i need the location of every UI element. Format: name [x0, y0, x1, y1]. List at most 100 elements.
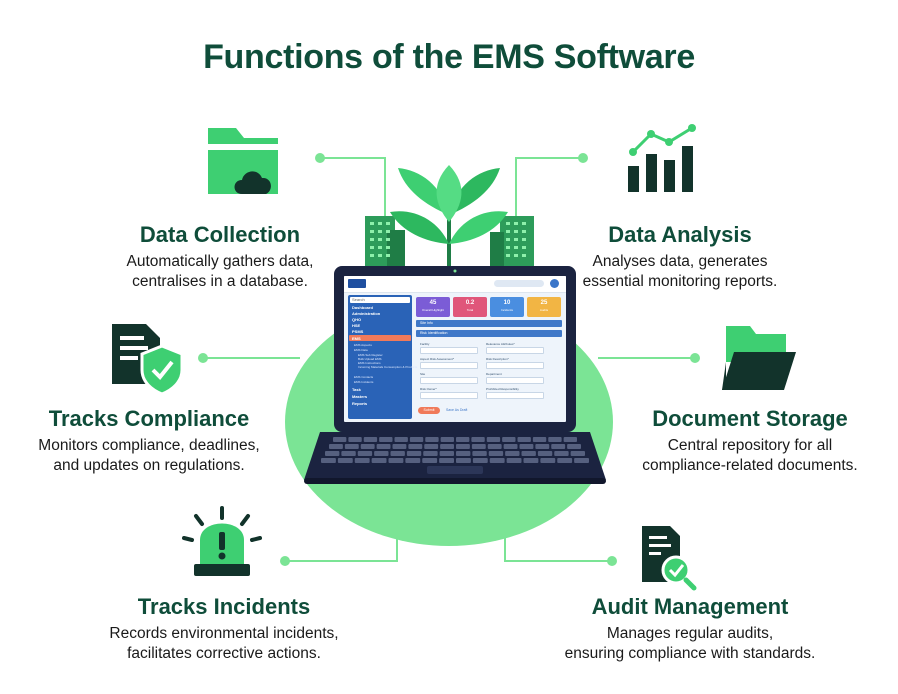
feature-description: Automatically gathers data,centralises i…: [126, 253, 314, 290]
sidebar-subitem[interactable]: EMS Contacts: [354, 375, 374, 379]
avatar[interactable]: [550, 279, 559, 288]
feature-title: Data Collection: [139, 222, 301, 247]
keyboard-key: [390, 451, 405, 456]
connector-audit-management: [504, 538, 612, 562]
sidebar-subitem[interactable]: EMS Instructions: [358, 361, 381, 365]
keyboard-key: [440, 437, 454, 442]
keyboard-key: [405, 458, 421, 463]
keyboard-key: [472, 458, 488, 463]
sidebar-item-psms[interactable]: PSMS: [352, 329, 364, 334]
app-sidebar: Search Dashboard Administration QHO HSE …: [348, 295, 417, 419]
sidebar-item-dashboard[interactable]: Dashboard: [352, 305, 373, 310]
keyboard-key: [424, 444, 439, 449]
laptop-touchpad: [427, 466, 483, 474]
stat-card-value: 0.2: [465, 300, 475, 306]
keyboard-key: [376, 444, 391, 449]
header-search-input[interactable]: [494, 280, 544, 287]
form-field[interactable]: [420, 392, 478, 399]
form-field[interactable]: [486, 362, 544, 369]
submit-button[interactable]: Submit: [418, 407, 440, 414]
keyboard-key: [333, 437, 347, 442]
form-field[interactable]: [420, 347, 478, 354]
keyboard-key: [425, 437, 439, 442]
sidebar-item-reports[interactable]: Reports: [352, 401, 368, 406]
keyboard-key: [567, 444, 581, 449]
keyboard-key: [341, 451, 356, 456]
connector-dot: [690, 353, 700, 363]
keyboard-key: [540, 458, 556, 463]
sidebar-subitem[interactable]: Incoming Materials Consumption & Product…: [358, 365, 418, 369]
keyboard-key: [440, 444, 454, 449]
keyboard-key: [557, 458, 573, 463]
stat-card[interactable]: 0.2 Total: [453, 297, 487, 317]
section-header-site-info[interactable]: Site Info: [416, 320, 562, 327]
stat-card-value: 10: [503, 300, 511, 306]
field-label: Facility: [420, 342, 430, 346]
sidebar-subitem[interactable]: EMS Aspects: [354, 343, 372, 347]
feature-description: Monitors compliance, deadlines,and updat…: [38, 437, 260, 474]
keyboard-key: [344, 444, 359, 449]
feature-title: Document Storage: [652, 406, 848, 431]
sidebar-search-input[interactable]: Search: [350, 297, 410, 303]
keyboard-key: [537, 451, 553, 456]
keyboard-key: [392, 444, 407, 449]
keyboard-key: [394, 437, 408, 442]
keyboard-key: [406, 451, 422, 456]
sidebar-subitem[interactable]: Bulk Upload EMS: [358, 357, 382, 361]
feature-data-collection: Data Collection Automatically gathers da…: [88, 222, 352, 292]
keyboard-key: [506, 458, 522, 463]
sidebar-subitem[interactable]: EMS Data: [354, 348, 368, 352]
form-field[interactable]: [420, 377, 478, 384]
sidebar-item-hse[interactable]: HSE: [352, 323, 361, 328]
connector-tracks-incidents: [285, 538, 398, 562]
document-shield-icon: [112, 324, 184, 396]
sidebar-item-masters[interactable]: Masters: [352, 394, 368, 399]
keyboard-key: [360, 444, 375, 449]
stat-card[interactable]: 10 Incidents: [490, 297, 524, 317]
section-header-risk[interactable]: Risk Identification: [416, 330, 562, 337]
form-field[interactable]: [486, 347, 544, 354]
keyboard-key: [423, 451, 438, 456]
buildings-illustration: [365, 216, 534, 270]
keyboard-key: [487, 444, 502, 449]
sidebar-item-ems[interactable]: EMS: [352, 335, 361, 341]
plant-sprout-illustration: [390, 165, 508, 266]
stat-card-label: Total: [466, 308, 474, 312]
field-label: Aspect Risk Assessment*: [420, 357, 455, 361]
field-label: Relevance Attributes*: [486, 342, 515, 346]
laptop-keyboard: [321, 437, 589, 463]
keyboard-key: [348, 437, 362, 442]
page-title: Functions of the EMS Software: [203, 38, 695, 76]
save-draft-link[interactable]: Save As Draft: [446, 408, 468, 412]
form-field[interactable]: [420, 362, 478, 369]
keyboard-key: [471, 444, 486, 449]
keyboard-key: [354, 458, 370, 463]
stat-card-value: 45: [429, 300, 437, 306]
app-logo: [348, 279, 366, 288]
document-magnifier-icon: [642, 526, 697, 591]
form-field[interactable]: [486, 377, 544, 384]
keyboard-key: [548, 437, 562, 442]
section-title: Site Info: [420, 321, 433, 325]
keyboard-key: [409, 437, 424, 442]
sidebar-item-task[interactable]: Task: [352, 387, 361, 392]
keyboard-key: [532, 437, 547, 442]
sidebar-subitem[interactable]: EMS Sub Register: [358, 353, 383, 357]
keyboard-key: [521, 451, 536, 456]
keyboard-key: [519, 444, 534, 449]
stat-card[interactable]: 45 Overall Highlight: [416, 297, 450, 317]
connector-dot: [198, 353, 208, 363]
sidebar-item-qho[interactable]: QHO: [352, 317, 362, 322]
keyboard-key: [363, 437, 378, 442]
keyboard-key: [535, 444, 550, 449]
keyboard-key: [488, 451, 504, 456]
form-field[interactable]: [486, 392, 544, 399]
stat-card[interactable]: 25 Audits: [527, 297, 561, 317]
stat-card-label: Overall Highlight: [421, 308, 444, 312]
sidebar-item-administration[interactable]: Administration: [352, 311, 381, 316]
sidebar-subitem[interactable]: EMS Incidents: [354, 380, 374, 384]
keyboard-key: [439, 451, 454, 456]
feature-audit-management: Audit Management Manages regular audits,…: [530, 594, 850, 664]
